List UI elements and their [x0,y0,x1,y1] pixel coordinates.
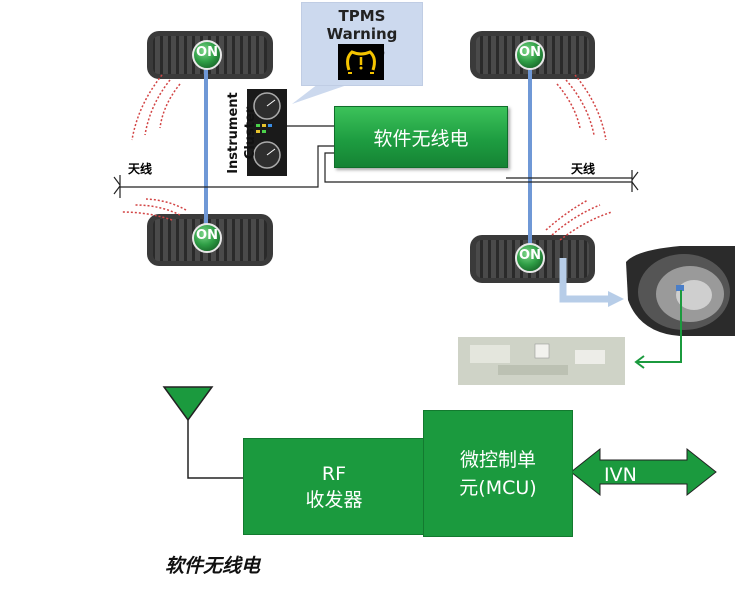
bottom-antenna-icon [162,386,243,479]
tpms-callout-pointer [292,84,350,104]
radio-waves-rl [121,198,187,221]
transceiver-label: 收发器 [305,488,363,511]
tire-warning-lamp-overlay [338,44,384,80]
bus-lines [120,125,632,188]
antenna-left-icon [113,175,121,198]
module-arrow [634,290,682,369]
diagram-caption: 软件无线电 [165,555,261,577]
radio-waves-rr [545,199,613,241]
rf-label: RF [321,462,347,485]
on-sensor-fr [515,40,545,70]
software-radio-label: 软件无线电 [373,127,469,150]
rf-transceiver-block: RF 收发器 [243,438,425,535]
ivn-label: IVN [604,464,637,486]
antenna-left-label: 天线 [128,162,153,176]
on-text-rl: ON [196,228,218,243]
instrument-label-line1: Instrument [226,92,241,174]
instrument-label-line2: Cluster [243,106,258,160]
tpms-label: TPMS [338,7,386,25]
on-text-fl: ON [196,45,218,60]
sensor-arrow [559,258,624,307]
on-text-fr: ON [519,45,541,60]
software-radio-block: 软件无线电 [334,106,508,168]
mcu-label-line1: 微控制单 [459,448,536,471]
antenna-right-label: 天线 [571,162,596,176]
instrument-cluster-label: Instrument Cluster [225,78,265,188]
sensor-module-image [458,337,625,385]
on-sensor-rr [515,243,545,273]
antenna-right-icon [631,170,639,192]
mcu-label-line2: 元(MCU) [459,476,537,499]
radio-waves-fr [556,74,607,141]
on-sensor-fl [192,40,222,70]
on-sensor-rl [192,223,222,253]
ivn-arrow [570,447,717,497]
mcu-block: 微控制单 元(MCU) [423,410,573,537]
on-text-rr: ON [519,248,541,263]
radio-waves-fl [131,74,181,141]
instrument-cluster-image [247,89,287,176]
